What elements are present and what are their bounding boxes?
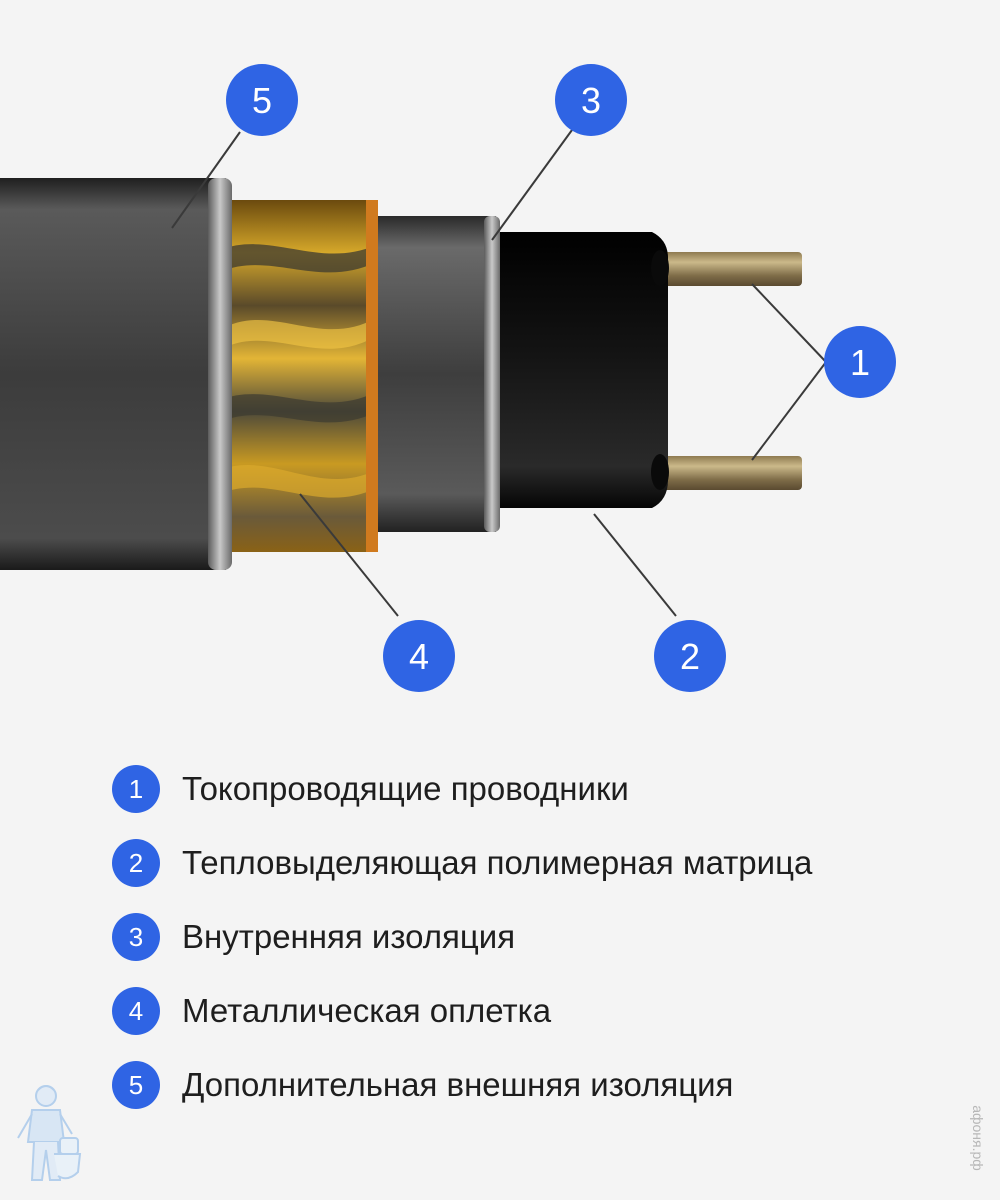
svg-text:1: 1 — [850, 342, 870, 383]
inner-insulation — [368, 216, 496, 532]
heating-cable-diagram: 5 3 1 4 2 — [0, 64, 896, 692]
leader-lines — [171, 129, 827, 617]
legend-item-1: 1 Токопроводящие проводники — [112, 752, 972, 826]
svg-text:2: 2 — [680, 636, 700, 677]
legend-label-2: Тепловыделяющая полимерная матрица — [182, 844, 813, 881]
callout-badge-1: 1 — [824, 326, 896, 398]
legend-item-5: 5 Дополнительная внешняя изоляция — [112, 1048, 972, 1122]
metal-braid — [220, 200, 378, 552]
legend-number-4: 4 — [112, 987, 160, 1035]
watermark: афоня.рф — [970, 1105, 987, 1171]
svg-text:3: 3 — [581, 80, 601, 121]
legend-number-2: 2 — [112, 839, 160, 887]
polymer-matrix — [490, 232, 668, 508]
svg-text:4: 4 — [409, 636, 429, 677]
svg-text:5: 5 — [252, 80, 272, 121]
legend-item-3: 3 Внутренняя изоляция — [112, 900, 972, 974]
legend-number-3: 3 — [112, 913, 160, 961]
conductor-wires — [640, 252, 802, 490]
callout-badge-4: 4 — [383, 620, 455, 692]
legend-label-4: Металлическая оплетка — [182, 992, 552, 1029]
plumber-mascot-logo — [17, 1085, 82, 1181]
legend-label-5: Дополнительная внешняя изоляция — [182, 1066, 734, 1103]
legend-label-1: Токопроводящие проводники — [182, 770, 629, 807]
legend-label-3: Внутренняя изоляция — [182, 918, 516, 955]
callout-badge-5: 5 — [226, 64, 298, 136]
outer-jacket — [0, 178, 226, 570]
legend-number-5: 5 — [112, 1061, 160, 1109]
legend-item-4: 4 Металлическая оплетка — [112, 974, 972, 1048]
callout-badge-3: 3 — [555, 64, 627, 136]
legend-item-2: 2 Тепловыделяющая полимерная матрица — [112, 826, 972, 900]
callout-badge-2: 2 — [654, 620, 726, 692]
legend-number-1: 1 — [112, 765, 160, 813]
legend: 1 Токопроводящие проводники 2 Тепловыдел… — [112, 752, 972, 1122]
